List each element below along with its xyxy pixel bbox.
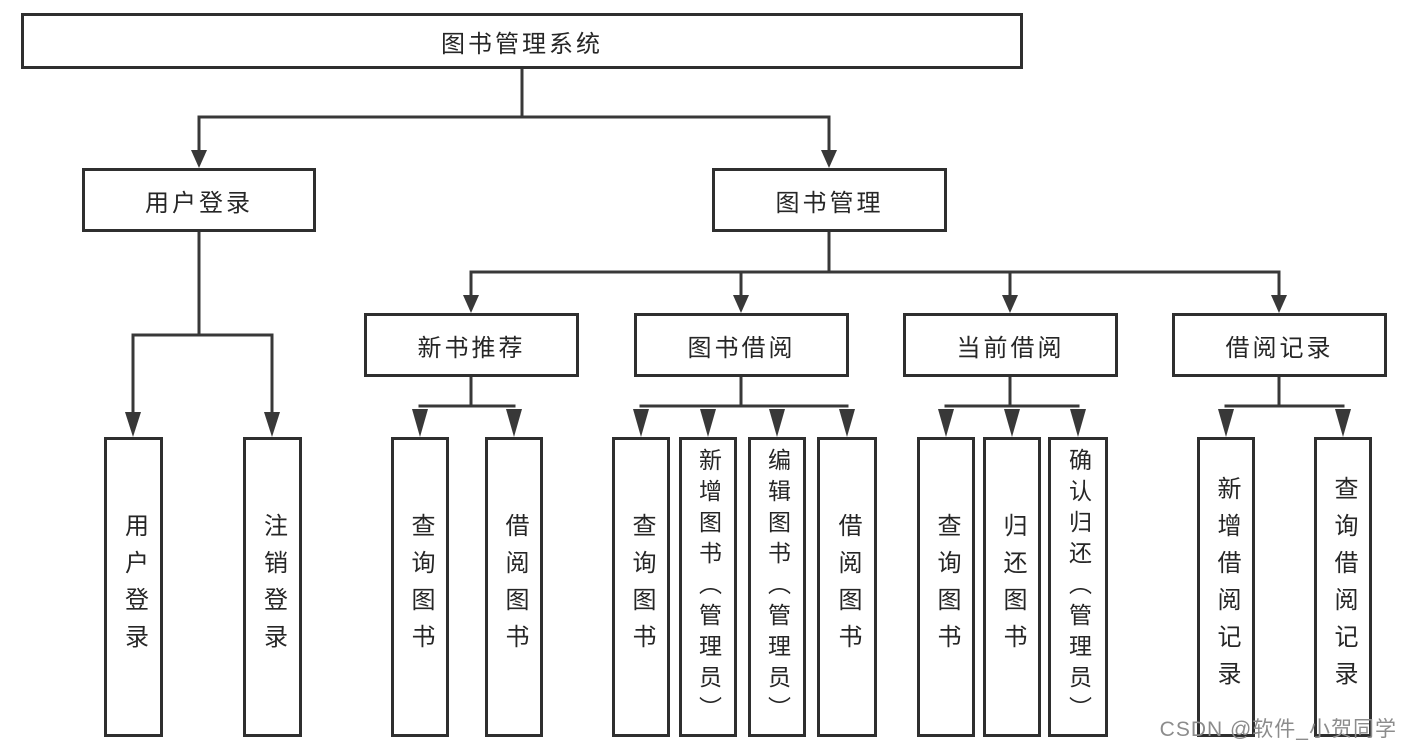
arrow-icon [821, 150, 837, 168]
connector-user-login [131, 230, 274, 416]
leaf-borrow-books-2: 借阅图书 [817, 437, 877, 737]
leaf-query-books-3-label: 查询图书 [933, 513, 960, 661]
node-user-login-label: 用户登录 [145, 189, 253, 217]
arrow-icon [633, 409, 649, 437]
leaf-return-book: 归还图书 [983, 437, 1041, 737]
node-book-borrow: 图书借阅 [634, 313, 849, 377]
connector-current-borrow [944, 375, 1080, 408]
leaf-user-login: 用户登录 [104, 437, 163, 737]
arrow-icon [938, 409, 954, 437]
leaf-edit-book-admin: 编辑图书（管理员） [748, 437, 806, 737]
node-book-borrow-label: 图书借阅 [687, 334, 796, 362]
connector-borrow-records [1224, 375, 1345, 408]
leaf-add-book-admin-label: 新增图书（管理员） [695, 447, 722, 727]
arrow-icon [1004, 409, 1020, 437]
leaf-query-borrow-record-label: 查询借阅记录 [1330, 476, 1357, 698]
arrow-icon [264, 412, 280, 437]
node-borrow-records: 借阅记录 [1172, 313, 1387, 377]
arrow-icon [1070, 409, 1086, 437]
arrow-icon [506, 409, 522, 437]
leaf-logout: 注销登录 [243, 437, 302, 737]
arrow-icon [191, 150, 207, 168]
leaf-borrow-books-1: 借阅图书 [485, 437, 543, 737]
leaf-borrow-books-2-label: 借阅图书 [834, 513, 861, 661]
node-new-book-recommend: 新书推荐 [364, 313, 579, 377]
arrow-icon [1335, 409, 1351, 437]
node-current-borrow-label: 当前借阅 [956, 334, 1065, 362]
leaf-query-books-1: 查询图书 [391, 437, 449, 737]
leaf-user-login-label: 用户登录 [120, 513, 148, 661]
arrow-icon [769, 409, 785, 437]
leaf-logout-label: 注销登录 [259, 513, 287, 661]
arrow-icon [1218, 409, 1234, 437]
arrow-icon [733, 295, 749, 313]
arrow-icon [839, 409, 855, 437]
node-book-management: 图书管理 [712, 168, 947, 232]
arrow-icon [463, 295, 479, 313]
leaf-query-borrow-record: 查询借阅记录 [1314, 437, 1372, 737]
leaf-add-borrow-record-label: 新增借阅记录 [1213, 476, 1240, 698]
arrow-icon [1002, 295, 1018, 313]
node-book-management-label: 图书管理 [775, 189, 884, 217]
leaf-query-books-2: 查询图书 [612, 437, 670, 737]
leaf-confirm-return-admin-label: 确认归还（管理员） [1065, 447, 1092, 727]
leaf-add-borrow-record: 新增借阅记录 [1197, 437, 1255, 737]
leaf-query-books-2-label: 查询图书 [628, 513, 655, 661]
leaf-query-books-3: 查询图书 [917, 437, 975, 737]
arrow-icon [1271, 295, 1287, 313]
arrow-icon [700, 409, 716, 437]
leaf-query-books-1-label: 查询图书 [407, 513, 434, 661]
node-user-login: 用户登录 [82, 168, 316, 232]
leaf-confirm-return-admin: 确认归还（管理员） [1048, 437, 1108, 737]
connector-book-management [469, 230, 1281, 299]
leaf-return-book-label: 归还图书 [999, 513, 1026, 661]
connector-new-book-recommend [418, 375, 516, 408]
node-current-borrow: 当前借阅 [903, 313, 1118, 377]
arrow-icon [412, 409, 428, 437]
node-root-label: 图书管理系统 [441, 30, 603, 58]
leaf-add-book-admin: 新增图书（管理员） [679, 437, 737, 737]
connector-book-borrow [639, 375, 849, 408]
leaf-borrow-books-1-label: 借阅图书 [501, 513, 528, 661]
node-borrow-records-label: 借阅记录 [1225, 334, 1334, 362]
node-new-book-recommend-label: 新书推荐 [417, 334, 526, 362]
node-root: 图书管理系统 [21, 13, 1023, 69]
arrow-icon [125, 412, 141, 437]
connector-root [197, 67, 831, 154]
leaf-edit-book-admin-label: 编辑图书（管理员） [764, 447, 791, 727]
